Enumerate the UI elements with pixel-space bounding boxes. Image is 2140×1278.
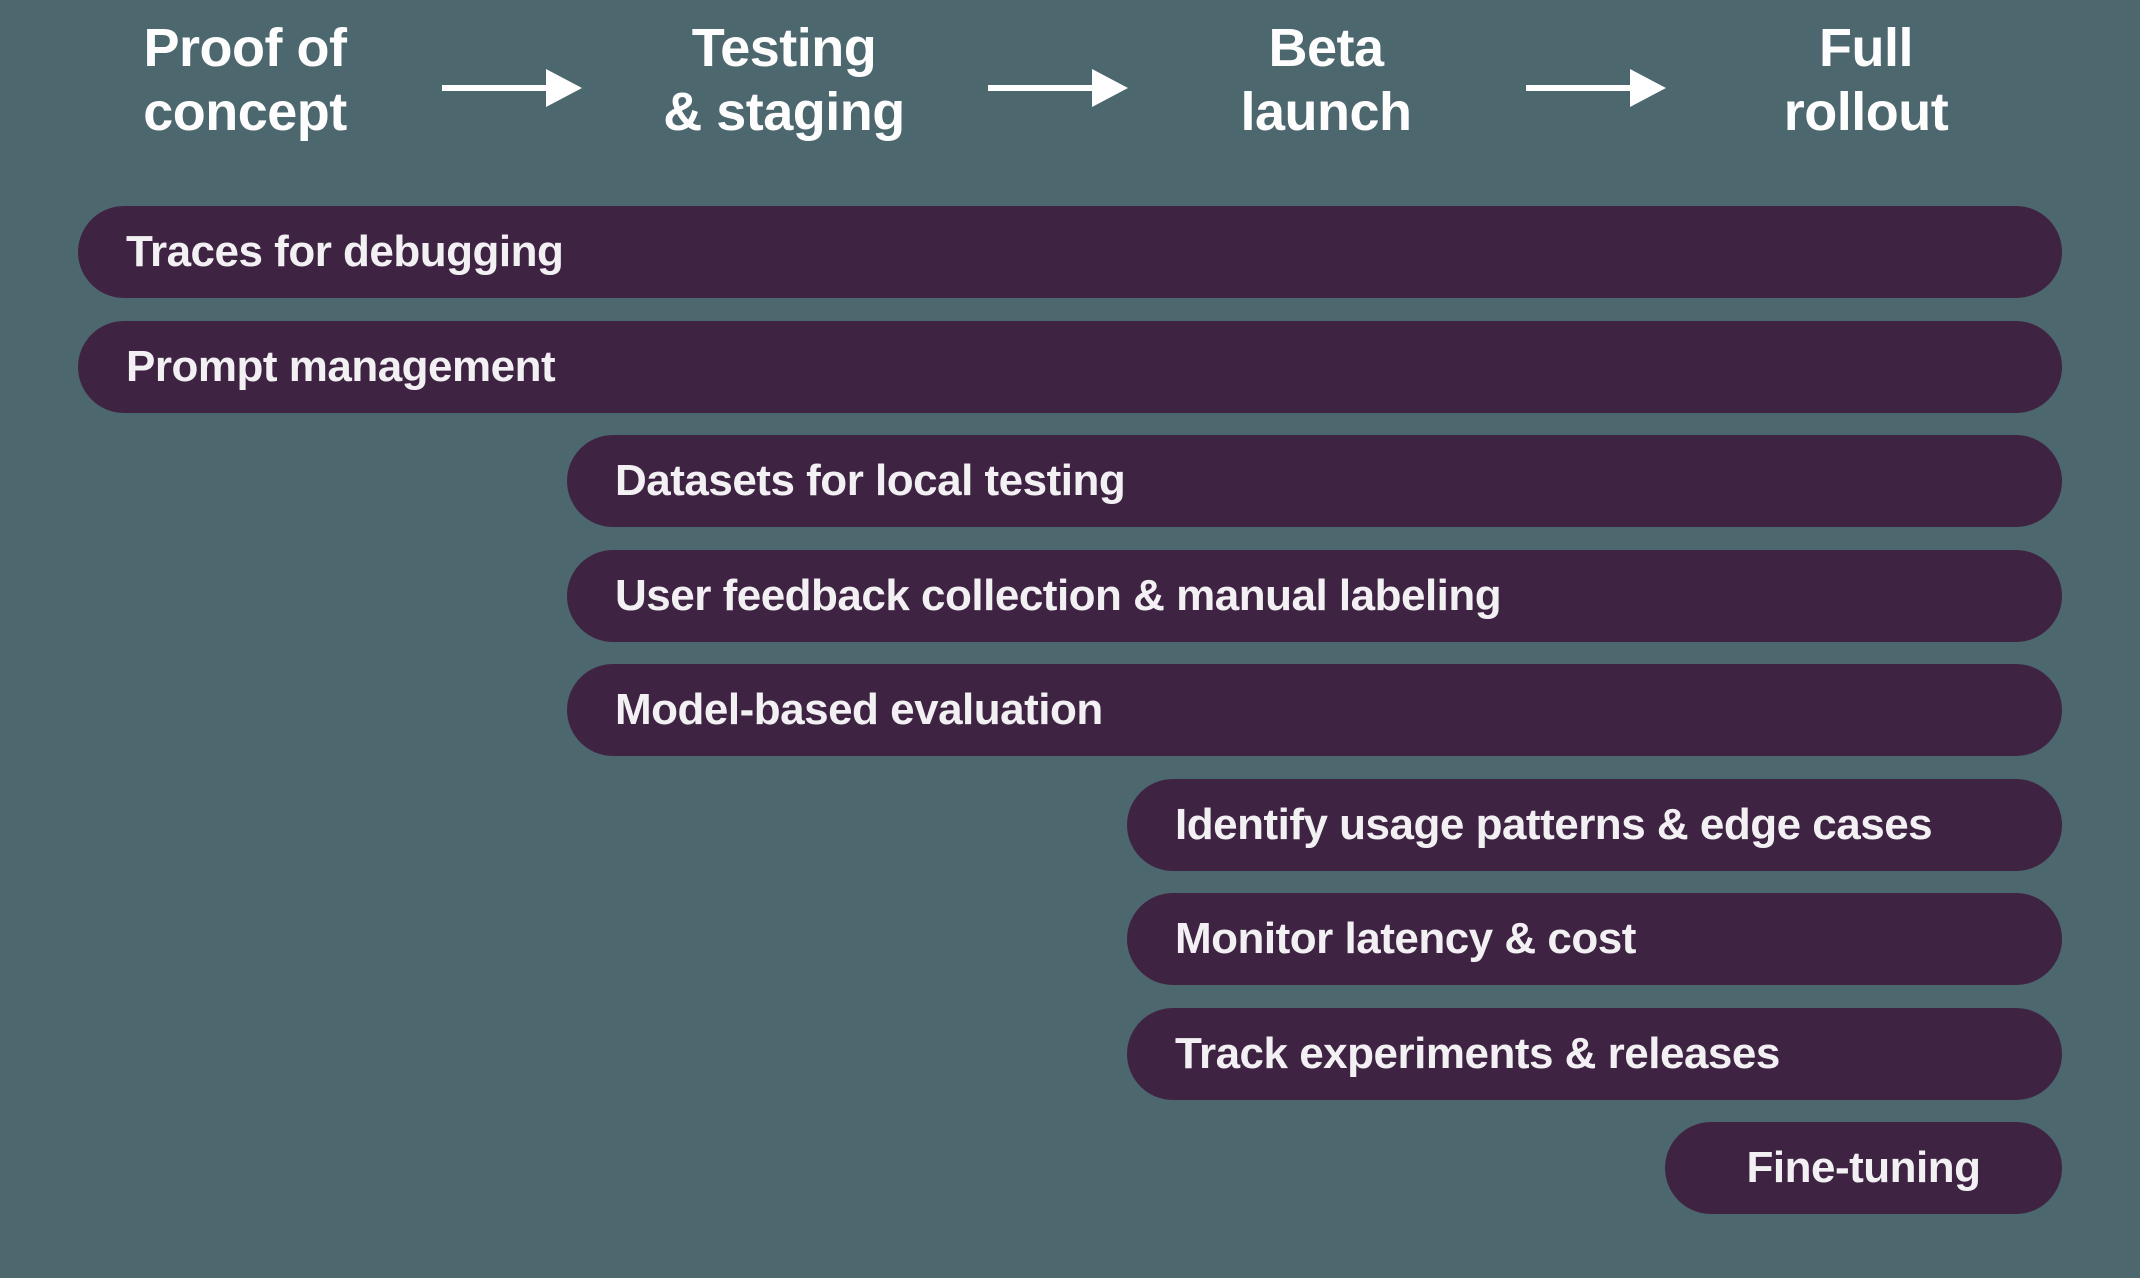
stage-label-full-rollout: Full rollout [1783, 18, 1949, 142]
bar-label: Fine-tuning [1746, 1143, 1982, 1192]
bar-monitor-latency-cost: Monitor latency & cost [1127, 893, 2062, 985]
bar-label: Traces for debugging [126, 227, 564, 276]
bar-datasets-for-local-testing: Datasets for local testing [567, 435, 2062, 527]
stage-label-testing-staging: Testing & staging [663, 18, 905, 142]
right-arrow-icon [1526, 69, 1666, 107]
bar-identify-usage-patterns: Identify usage patterns & edge cases [1127, 779, 2062, 871]
bar-track-experiments-releases: Track experiments & releases [1127, 1008, 2062, 1100]
bar-label: Track experiments & releases [1175, 1029, 1780, 1078]
bar-prompt-management: Prompt management [78, 321, 2062, 413]
bar-label: Prompt management [126, 342, 556, 391]
bar-label: Model-based evaluation [615, 685, 1103, 734]
right-arrow-icon [442, 69, 582, 107]
bar-label: User feedback collection & manual labeli… [615, 571, 1502, 620]
bar-fine-tuning: Fine-tuning [1665, 1122, 2062, 1214]
stage-label-beta-launch: Beta launch [1240, 18, 1412, 142]
bar-traces-for-debugging: Traces for debugging [78, 206, 2062, 298]
stage-label-proof-of-concept: Proof of concept [143, 18, 347, 142]
bar-label: Datasets for local testing [615, 456, 1126, 505]
right-arrow-icon [988, 69, 1128, 107]
bar-label: Identify usage patterns & edge cases [1175, 800, 1933, 849]
bar-user-feedback-collection: User feedback collection & manual labeli… [567, 550, 2062, 642]
bar-label: Monitor latency & cost [1175, 914, 1636, 963]
bar-model-based-evaluation: Model-based evaluation [567, 664, 2062, 756]
